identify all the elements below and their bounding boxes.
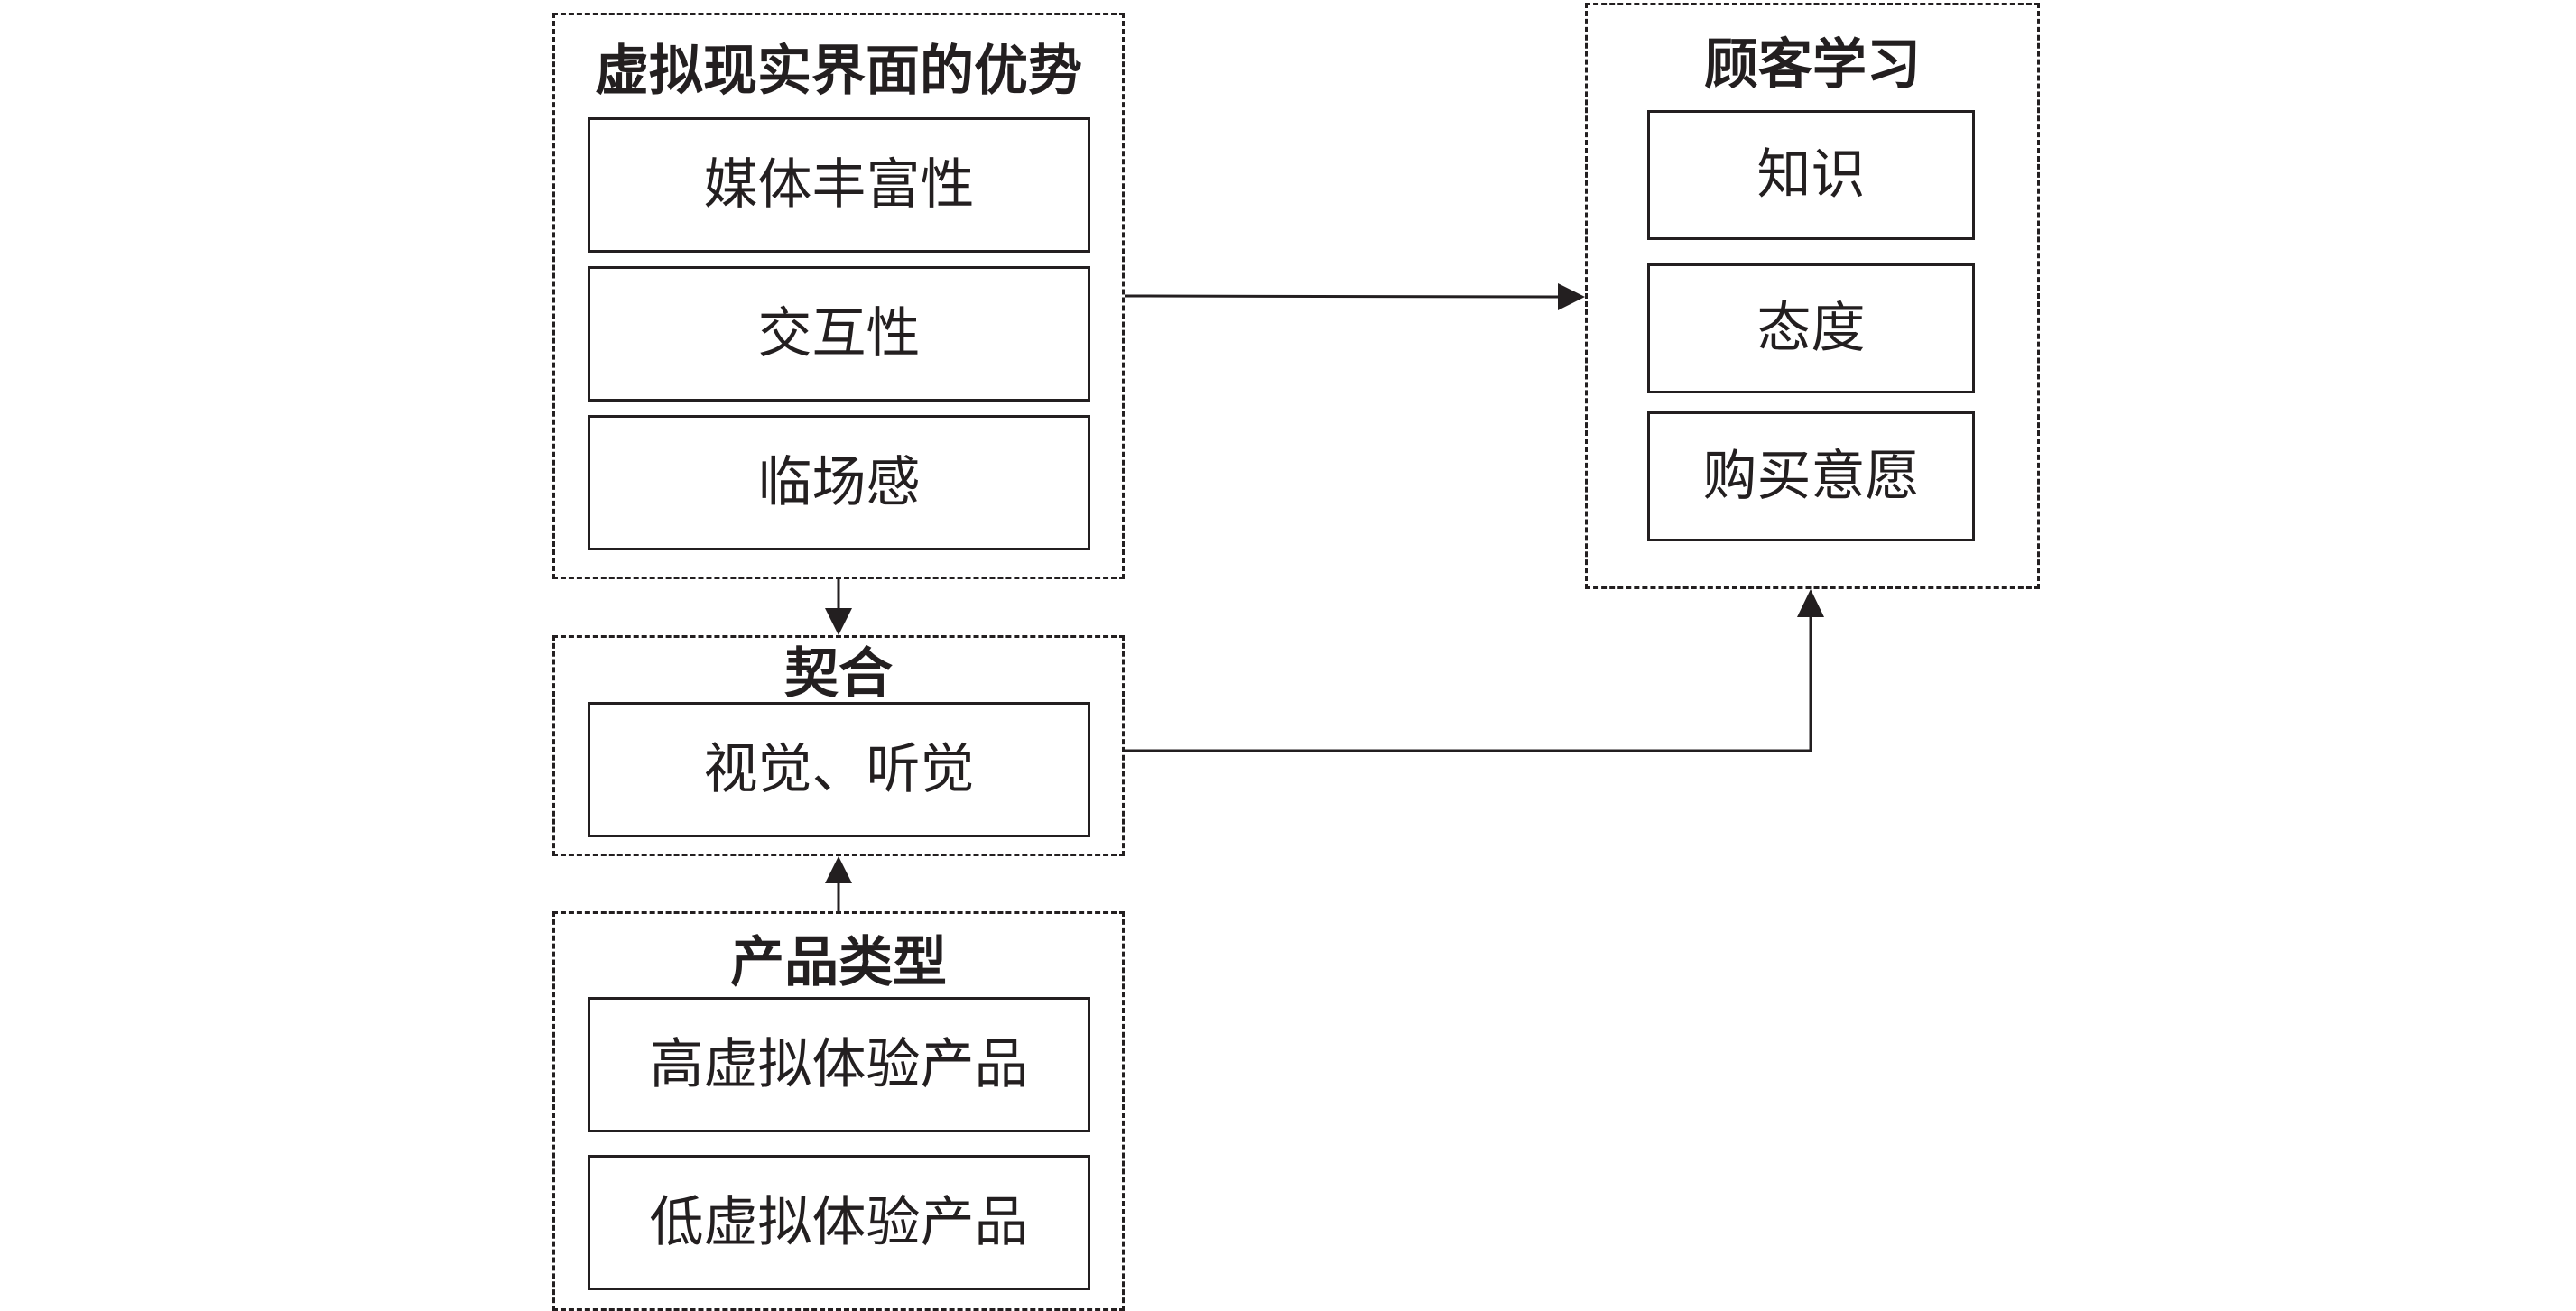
advantage-media-richness: 媒体丰富性 bbox=[588, 117, 1090, 253]
product-type-group: 产品类型 bbox=[552, 911, 1125, 1311]
advantages-title: 虚拟现实界面的优势 bbox=[595, 40, 1082, 103]
fit-title: 契合 bbox=[784, 642, 893, 706]
advantages-group: 虚拟现实界面的优势 bbox=[552, 13, 1125, 579]
product-type-title: 产品类型 bbox=[730, 931, 947, 994]
arrowhead-to-fit-bottom bbox=[825, 856, 852, 883]
fit-visual-auditory: 视觉、听觉 bbox=[588, 702, 1090, 837]
product-high-virtual-experience: 高虚拟体验产品 bbox=[588, 997, 1090, 1132]
learning-attitude: 态度 bbox=[1647, 263, 1975, 393]
arrowhead-fit-to-learning bbox=[1797, 589, 1824, 617]
customer-learning-group: 顾客学习 bbox=[1585, 3, 2040, 589]
arrow-advantages-to-learning-line bbox=[1124, 294, 1559, 299]
learning-knowledge: 知识 bbox=[1647, 110, 1975, 240]
advantage-telepresence: 临场感 bbox=[588, 415, 1090, 550]
learning-purchase-intention: 购买意愿 bbox=[1647, 411, 1975, 541]
customer-learning-title: 顾客学习 bbox=[1704, 33, 1921, 97]
arrowhead-to-fit-top bbox=[825, 608, 852, 635]
arrow-fit-to-learning-line bbox=[1125, 616, 1812, 752]
product-low-virtual-experience: 低虚拟体验产品 bbox=[588, 1155, 1090, 1290]
advantage-interactivity: 交互性 bbox=[588, 266, 1090, 402]
fit-group: 契合 bbox=[552, 635, 1125, 856]
arrowhead-to-learning bbox=[1558, 283, 1585, 310]
